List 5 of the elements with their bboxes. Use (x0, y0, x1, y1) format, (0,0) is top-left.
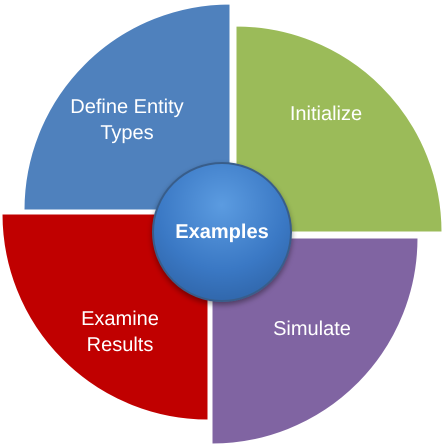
segment-label: Examine Results (80, 307, 160, 358)
segment-label: Define Entity Types (69, 95, 185, 146)
center-label: Examples (174, 220, 270, 245)
segment-label: Simulate (272, 317, 352, 342)
segment-label: Initialize (288, 102, 364, 127)
